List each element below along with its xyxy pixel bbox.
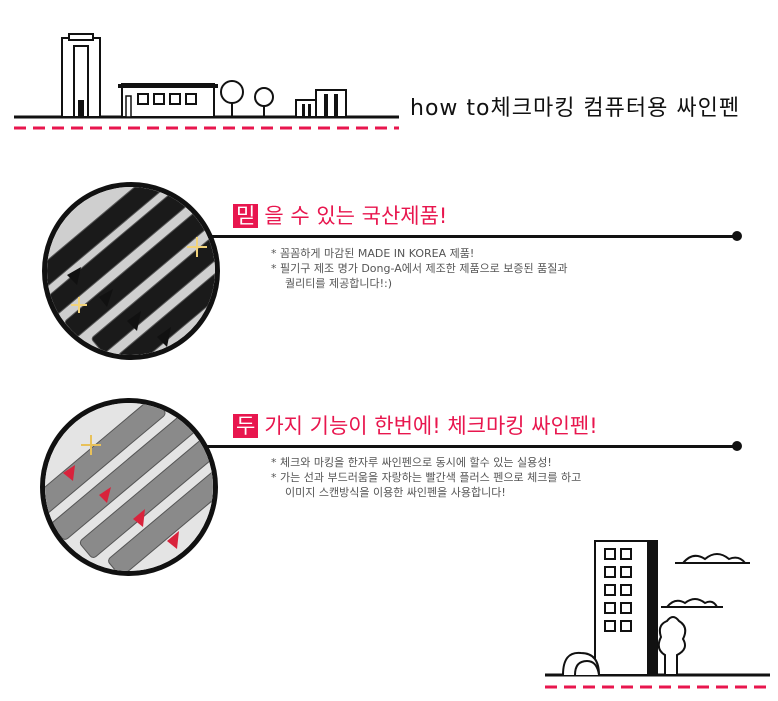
section-2-badge: 두: [233, 414, 259, 438]
grey-red-tip-pens-photo: [45, 403, 213, 571]
product-photo-red-tip-pens: [40, 398, 218, 576]
section-1-divider-dot: [732, 231, 742, 241]
section-1-divider: [208, 235, 738, 238]
section-2-headline-text: 가지 기능이 한번에! 체크마킹 싸인펜!: [264, 414, 598, 438]
black-sign-pens-photo: [47, 187, 215, 355]
city-skyline-icon: [14, 30, 399, 135]
bullet-item: * 체크와 마킹을 한자루 싸인펜으로 동시에 할수 있는 실용성!: [271, 456, 552, 469]
bullet-item: 퀄리티를 제공합니다!:): [285, 277, 392, 290]
section-2-divider-dot: [732, 441, 742, 451]
section-2-divider: [206, 445, 738, 448]
bullet-item: * 가는 선과 부드러움을 자랑하는 빨간색 플러스 펜으로 체크를 하고: [271, 471, 582, 484]
bullet-item: * 필기구 제조 명가 Dong-A에서 제조한 제품으로 보증된 품질과: [271, 262, 568, 275]
building-and-tree-icon: [545, 535, 770, 695]
bullet-item: 이미지 스캔방식을 이용한 싸인펜을 사용합니다!: [285, 486, 506, 499]
section-1-bullets: * 꼼꼼하게 마감된 MADE IN KOREA 제품! * 필기구 제조 명가…: [271, 246, 568, 291]
section-2-bullets: * 체크와 마킹을 한자루 싸인펜으로 동시에 할수 있는 실용성! * 가는 …: [271, 455, 581, 500]
section-1-badge: 믿: [233, 204, 259, 228]
bullet-item: * 꼼꼼하게 마감된 MADE IN KOREA 제품!: [271, 247, 475, 260]
page-title: how to체크마킹 컴퓨터용 싸인펜: [410, 96, 741, 121]
product-photo-black-pens: [42, 182, 220, 360]
section-1-headline-text: 을 수 있는 국산제품!: [264, 204, 448, 228]
